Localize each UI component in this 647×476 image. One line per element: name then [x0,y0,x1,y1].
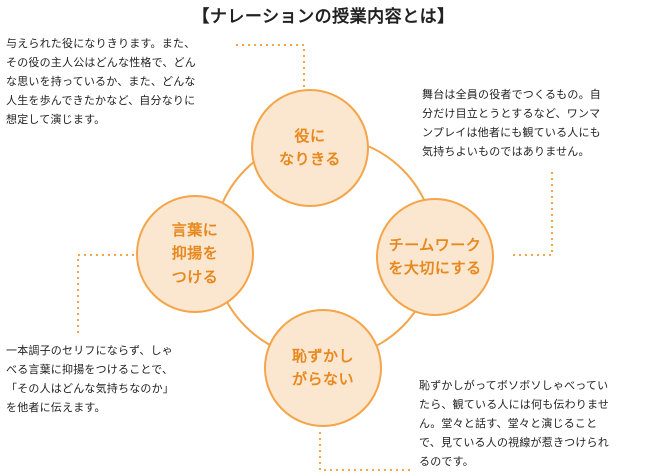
description-line: 「その人はどんな気持ちなのか」 [6,381,174,395]
description-line: 想定して演じます。 [6,112,106,126]
description-line: 一本調子のセリフにならず、しゃ [6,344,174,357]
node-right-label: チームワーク を大切にする [388,235,482,277]
node-top: 役に なりきる [251,89,369,207]
leader-bottom [319,432,412,471]
description-line: たら、観ている人には何も伝わりませ [419,397,610,411]
description-line: 与えられた役になりきります。また、 [6,37,196,50]
description-line: 分だけ目立とうとするなど、ワンマ [422,106,601,120]
leader-right [512,172,553,256]
description-line: 人生を歩んできたかなど、自分なりに [6,93,196,107]
description-line: るのです。 [419,454,474,468]
node-bottom: 恥ずかし がらない [264,309,382,427]
description-line: 舞台は全員の役者でつくるもの。自 [422,88,601,101]
description-line: で、見ている人の視線が惹きつけられ [419,435,609,449]
description-top: 与えられた役になりきります。また、 その役の主人公はどんな性格で、どん な思いを… [6,35,196,130]
description-right: 舞台は全員の役者でつくるもの。自 分だけ目立とうとするなど、ワンマ ンプレイは他… [422,86,601,162]
description-line: その役の主人公はどんな性格で、どん [6,55,196,69]
description-line: 気持ちよいものではありません。 [422,144,590,158]
node-right: チームワーク を大切にする [376,198,494,316]
description-line: ん。堂々と話す、堂々と演じること [419,416,598,430]
node-left: 言葉に 抑揚を つける [136,195,254,313]
node-top-label: 役に なりきる [279,126,341,168]
description-line: な思いを持っているか、また、どんな [6,74,196,88]
node-bottom-label: 恥ずかし がらない [291,346,354,388]
leader-top [236,44,305,88]
description-line: を他者に伝えます。 [6,400,106,414]
description-line: ンプレイは他者にも観ている人にも [422,125,601,139]
description-line: 恥ずかしがってボソボソしゃべってい [419,379,609,392]
description-bottom: 恥ずかしがってボソボソしゃべってい たら、観ている人には何も伝わりませ ん。堂々… [419,377,609,472]
description-left: 一本調子のセリフにならず、しゃ べる言葉に抑揚をつけることで、 「その人はどんな… [6,342,174,418]
description-line: べる言葉に抑揚をつけることで、 [6,362,174,376]
leader-left [77,254,134,336]
page-title: 【ナレーションの授業内容とは】 [192,7,455,27]
node-left-label: 言葉に 抑揚を つける [171,221,219,286]
